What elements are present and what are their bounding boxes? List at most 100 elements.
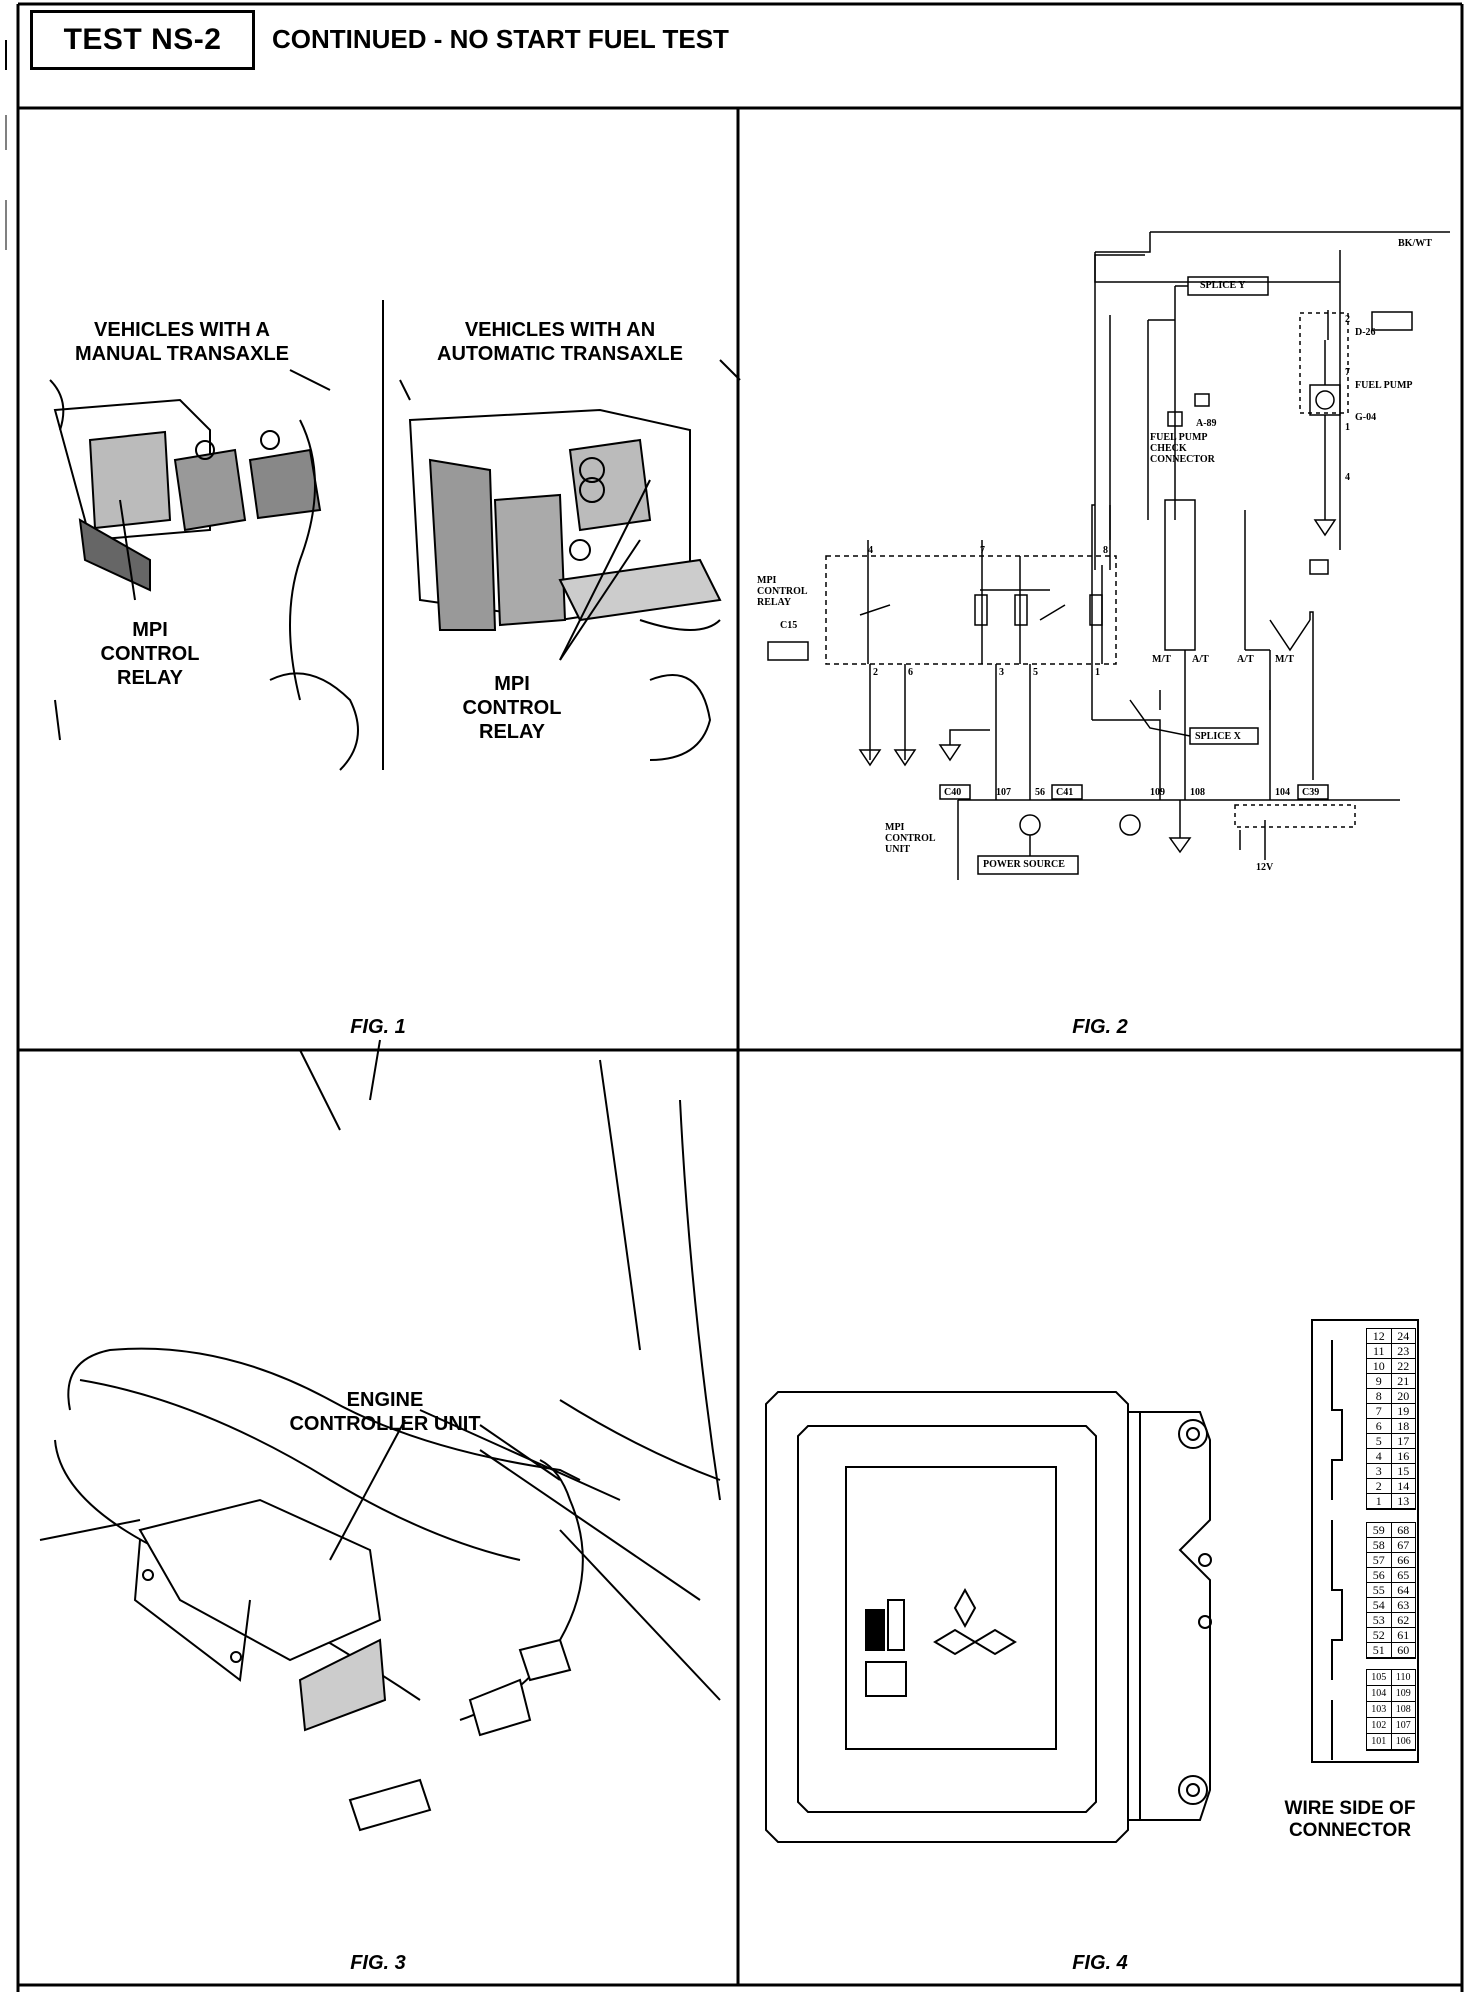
fig2-d26: D-26: [1355, 327, 1376, 338]
fig1-automatic-heading: VEHICLES WITH AN AUTOMATIC TRANSAXLE: [437, 319, 683, 365]
fig1-automatic-callout: MPI CONTROL RELAY: [462, 673, 562, 743]
svg-text:5: 5: [1033, 667, 1038, 678]
connector-pin: 8: [1367, 1389, 1392, 1404]
fig1-manual-heading: VEHICLES WITH A MANUAL TRANSAXLE: [74, 319, 290, 365]
connector-pin: 107: [1391, 1718, 1415, 1734]
fig3-caption: FIG. 3: [350, 1952, 406, 1974]
svg-text:7: 7: [980, 545, 985, 556]
connector-pin: 55: [1367, 1583, 1392, 1598]
connector-pin: 51: [1367, 1643, 1392, 1658]
connector-pin: 18: [1391, 1419, 1415, 1434]
svg-text:4: 4: [868, 545, 873, 556]
connector-pin: 22: [1391, 1359, 1415, 1374]
fig2-fuel-pump-check: FUEL PUMP CHECK CONNECTOR: [1150, 432, 1215, 465]
connector-pin: 56: [1367, 1568, 1392, 1583]
svg-text:104: 104: [1275, 787, 1290, 798]
fig2-at-label-2: A/T: [1237, 654, 1254, 665]
fig1-caption: FIG. 1: [350, 1016, 406, 1038]
svg-text:3: 3: [999, 667, 1004, 678]
fig2-mpi-relay: MPI CONTROL RELAY: [757, 575, 808, 608]
fig2-caption: FIG. 2: [1072, 1016, 1128, 1038]
connector-pin: 20: [1391, 1389, 1415, 1404]
connector-pin: 101: [1367, 1734, 1392, 1750]
fig2-fuel-pump: FUEL PUMP: [1355, 380, 1413, 391]
connector-pin: 19: [1391, 1404, 1415, 1419]
manual-relay-drawing: [49, 369, 359, 771]
connector-pin: 103: [1367, 1702, 1392, 1718]
fig2-splice-x: SPLICE X: [1195, 731, 1241, 742]
connector-pin: 16: [1391, 1449, 1415, 1464]
automatic-relay-drawing: [399, 359, 741, 761]
svg-text:7: 7: [1345, 367, 1350, 378]
connector-pin: 66: [1391, 1553, 1415, 1568]
connector-pin: 6: [1367, 1419, 1392, 1434]
connector-pin: 14: [1391, 1479, 1415, 1494]
svg-text:2: 2: [873, 667, 878, 678]
connector-pin: 5: [1367, 1434, 1392, 1449]
connector-pin: 23: [1391, 1344, 1415, 1359]
connector-pin: 58: [1367, 1538, 1392, 1553]
fig2-c39: C39: [1302, 787, 1320, 798]
connector-pin: 108: [1391, 1702, 1415, 1718]
fig4-connector-label: WIRE SIDE OF CONNECTOR: [1284, 1798, 1416, 1841]
svg-text:1: 1: [1345, 422, 1350, 433]
connector-pin: 63: [1391, 1598, 1415, 1613]
connector-pin: 11: [1367, 1344, 1392, 1359]
svg-text:108: 108: [1190, 787, 1205, 798]
connector-pin: 60: [1391, 1643, 1415, 1658]
connector-pin: 62: [1391, 1613, 1415, 1628]
connector-pin: 105: [1367, 1670, 1392, 1686]
connector-pin: 64: [1391, 1583, 1415, 1598]
svg-text:1: 1: [1095, 667, 1100, 678]
connector-pin: 24: [1391, 1329, 1415, 1344]
connector-pin: 15: [1391, 1464, 1415, 1479]
connector-pin: 21: [1391, 1374, 1415, 1389]
fig2-mt-label: M/T: [1152, 654, 1171, 665]
fig2-at-label: A/T: [1192, 654, 1209, 665]
page-title: CONTINUED - NO START FUEL TEST: [272, 24, 729, 54]
connector-pin: 3: [1367, 1464, 1392, 1479]
connector-pin: 10: [1367, 1359, 1392, 1374]
svg-text:4: 4: [1345, 472, 1350, 483]
connector-pin: 59: [1367, 1523, 1392, 1538]
connector-pin: 54: [1367, 1598, 1392, 1613]
connector-pin: 65: [1391, 1568, 1415, 1583]
connector-pin: 13: [1391, 1494, 1415, 1509]
connector-pin: 68: [1391, 1523, 1415, 1538]
test-id: TEST NS-2: [63, 23, 222, 56]
fig3-callout-line1: ENGINE CONTROLLER UNIT: [289, 1388, 480, 1436]
fig2-mt-label-2: M/T: [1275, 654, 1294, 665]
connector-pin: 61: [1391, 1628, 1415, 1643]
fig2-splice-y: SPLICE Y: [1200, 280, 1246, 291]
